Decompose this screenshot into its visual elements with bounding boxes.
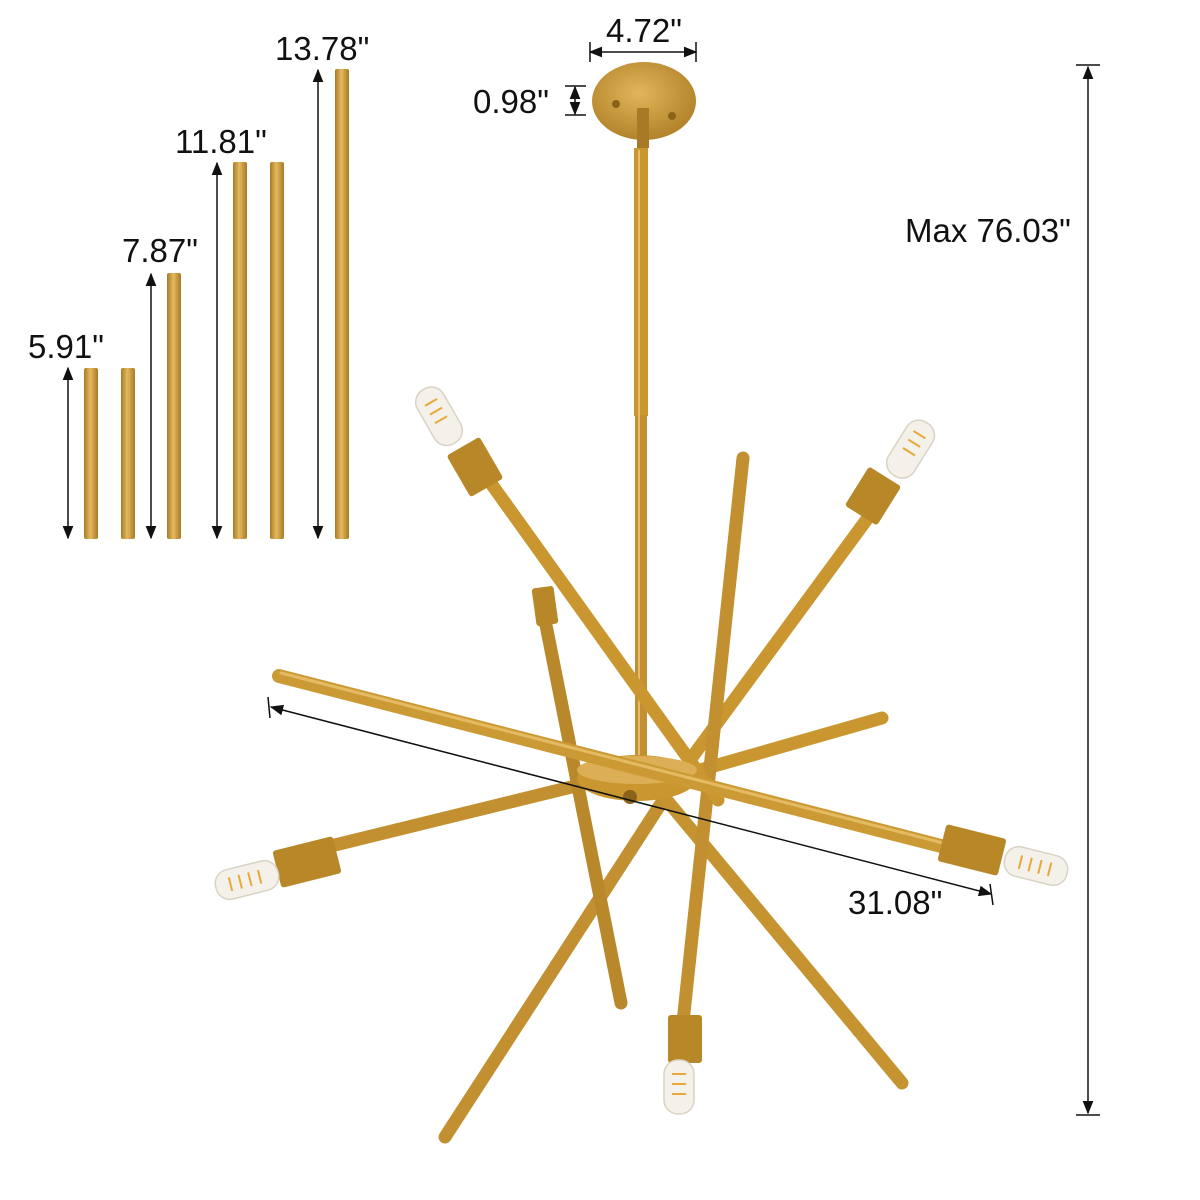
spare-rods-group: 5.91" 7.87" 11.81" 13.78"	[28, 30, 369, 540]
rod-dimension-medium: 7.87"	[122, 232, 198, 540]
rod-medium-label: 7.87"	[122, 232, 198, 269]
arm-back-left	[538, 613, 628, 1010]
rod-dimension-short: 5.91"	[28, 328, 104, 540]
bulb-upper-left	[414, 386, 464, 447]
arm-front-left-lower	[438, 798, 667, 1144]
rod-long-1	[233, 162, 247, 539]
rod-dimension-long: 11.81"	[175, 123, 267, 540]
arm-long-diagonal	[272, 669, 952, 854]
socket-left	[272, 836, 342, 888]
rod-longest-label: 13.78"	[275, 30, 369, 67]
bulb-left	[214, 859, 280, 901]
canopy-plate	[592, 62, 696, 140]
canopy-diameter-dimension: 4.72"	[588, 12, 698, 62]
canopy-stem	[637, 108, 649, 148]
socket-bottom	[668, 1015, 702, 1063]
rod-short-2	[121, 368, 135, 539]
downrod	[634, 148, 648, 760]
bulb-bottom	[663, 1059, 695, 1115]
rod-short-label: 5.91"	[28, 328, 104, 365]
socket-upper-left	[447, 437, 503, 497]
rod-longest	[335, 69, 349, 539]
bulb-right	[1003, 845, 1069, 887]
rod-long-2	[270, 162, 284, 539]
arm-upper-left	[478, 468, 725, 807]
max-height-label: Max 76.03"	[905, 212, 1071, 249]
canopy-height-dimension: 0.98"	[473, 83, 586, 120]
canopy	[592, 62, 696, 148]
bulb-upper-right	[885, 419, 936, 479]
arm-left-short	[283, 773, 607, 863]
socket-right	[937, 824, 1007, 876]
arm-vertical-thin	[676, 451, 750, 1029]
canopy-diameter-label: 4.72"	[606, 12, 682, 49]
rod-medium	[167, 273, 181, 539]
rod-long-label: 11.81"	[175, 123, 267, 160]
canopy-height-label: 0.98"	[473, 83, 549, 120]
rod-short-1	[84, 368, 98, 539]
width-dimension: 31.08"	[267, 696, 994, 921]
canopy-screw-right	[668, 112, 676, 120]
bulbs	[214, 386, 1069, 1115]
rod-dimension-longest: 13.78"	[275, 30, 369, 540]
socket-upper-right	[845, 467, 901, 525]
canopy-screw-left	[612, 100, 620, 108]
socket-back	[531, 586, 559, 626]
arm-long-highlight	[279, 671, 945, 845]
max-height-dimension: Max 76.03"	[905, 64, 1100, 1116]
width-label: 31.08"	[848, 884, 942, 921]
arm-right-short	[693, 711, 889, 777]
